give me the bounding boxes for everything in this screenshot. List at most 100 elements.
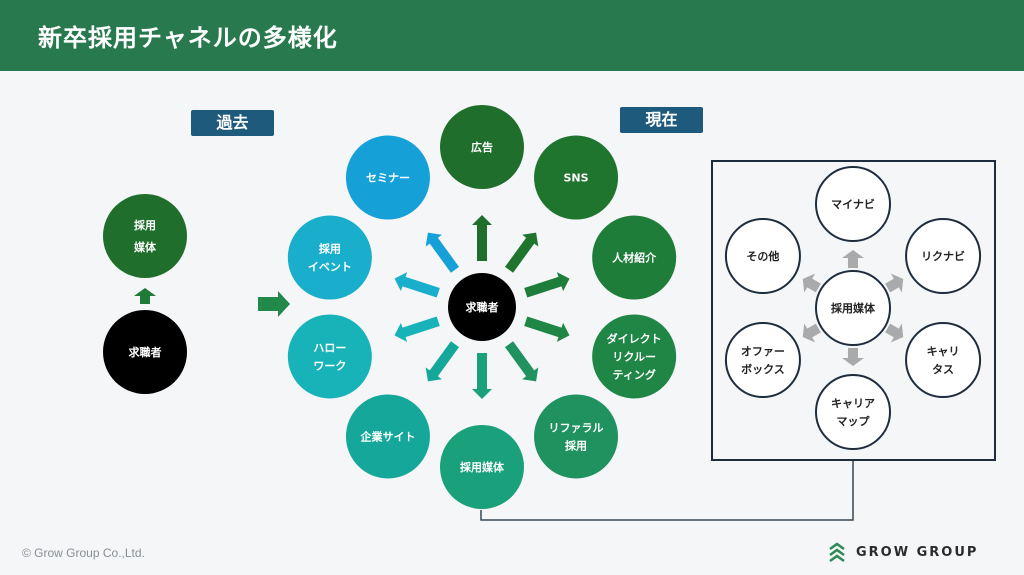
channel-node-circle <box>592 215 677 300</box>
logo-chevron <box>829 542 845 551</box>
channel-node-label: 採用 <box>565 438 587 452</box>
media-node-label: オファー <box>741 345 785 358</box>
media-node-label: マップ <box>837 414 871 428</box>
channel-node-circle <box>345 135 430 220</box>
present-seeker-node-label: 求職者 <box>466 300 499 314</box>
company-logo: GROW GROUP <box>826 541 978 563</box>
media-center-node-label: 採用媒体 <box>831 301 876 315</box>
past-seeker-node: 求職者 <box>103 310 187 394</box>
present-diagram: 広告SNS人材紹介ダイレクトリクルーティングリファラル採用採用媒体企業サイトハロ… <box>287 105 677 509</box>
logo-chevron <box>829 554 845 563</box>
media-node-label: リクナビ <box>921 249 965 263</box>
media-node: リクナビ <box>905 218 982 294</box>
past-media-node: 採用媒体 <box>103 194 187 278</box>
connector-line <box>480 461 854 521</box>
media-node-label: キャリ <box>927 345 960 358</box>
media-arrow <box>842 348 864 366</box>
channel-node: セミナー <box>345 135 430 220</box>
media-arrow <box>842 250 864 268</box>
media-node-circle <box>815 166 891 242</box>
logo-text: GROW GROUP <box>856 544 979 560</box>
media-node-label: その他 <box>746 249 779 263</box>
channel-arrow <box>524 272 570 298</box>
media-node-label: マイナビ <box>831 197 875 211</box>
transition-right-arrow <box>258 291 290 317</box>
channel-node-circle <box>440 425 524 509</box>
present-seeker-node: 求職者 <box>448 273 516 341</box>
channel-node-label: 採用媒体 <box>460 460 505 474</box>
media-center-node: 採用媒体 <box>815 270 891 346</box>
present-seeker-node-circle <box>448 273 516 341</box>
channel-node-label: ティング <box>612 367 655 381</box>
channel-node-label: リクルー <box>612 350 656 363</box>
channel-node-circle <box>440 105 524 189</box>
media-node-label: キャリア <box>831 397 875 410</box>
past-seeker-node-circle <box>103 310 187 394</box>
past-label: 過去 <box>191 110 274 136</box>
channel-arrow <box>504 232 539 273</box>
channel-node-circle <box>287 215 372 300</box>
transition-arrow <box>258 291 290 317</box>
channel-node-label: ハロー <box>313 341 346 354</box>
channel-arrow <box>394 316 440 342</box>
channel-node-label: ワーク <box>313 359 346 372</box>
channel-node-circle <box>534 135 619 220</box>
channel-node-label: 広告 <box>471 140 493 154</box>
media-node-circle <box>815 374 891 450</box>
media-node-circle <box>724 218 801 294</box>
channel-node-circle <box>592 314 677 399</box>
logo-chevron <box>829 548 845 557</box>
media-node: マイナビ <box>815 166 891 242</box>
page-title: 新卒採用チャネルの多様化 <box>38 24 338 52</box>
channel-node: 広告 <box>440 105 524 189</box>
past-media-node-label: 媒体 <box>133 240 157 254</box>
media-arrow <box>885 273 904 293</box>
media-arrow <box>802 323 821 343</box>
channel-node-circle <box>345 394 430 479</box>
media-node-circle <box>905 322 982 398</box>
channel-arrow <box>504 341 539 382</box>
channel-node: 企業サイト <box>345 394 430 479</box>
channel-arrow <box>472 215 492 261</box>
past-seeker-node-label: 求職者 <box>129 345 162 359</box>
channel-arrow <box>425 232 460 273</box>
channel-node-label: イベント <box>308 261 352 274</box>
header-bar: 新卒採用チャネルの多様化 <box>0 0 1024 71</box>
channel-node-label: リファラル <box>549 421 604 434</box>
media-node-circle <box>724 322 801 398</box>
channel-node-circle <box>534 394 619 479</box>
channel-node: SNS <box>534 135 619 220</box>
channel-arrow <box>524 316 570 342</box>
channel-node-label: 採用 <box>319 242 341 256</box>
media-center-node-circle <box>815 270 891 346</box>
channel-arrow <box>425 341 460 382</box>
media-arrow <box>885 323 904 343</box>
past-media-node-label: 採用 <box>134 218 156 232</box>
channel-arrow <box>472 353 492 399</box>
media-node: その他 <box>724 218 801 294</box>
channel-node-circle <box>287 314 372 399</box>
channel-node-label: 企業サイト <box>359 429 415 443</box>
tree-logo-icon <box>829 542 845 563</box>
media-node-label: タス <box>932 363 954 376</box>
channel-node: 採用媒体 <box>440 425 524 509</box>
past-up-arrow <box>134 288 156 304</box>
media-node-circle <box>905 218 982 294</box>
channel-arrow <box>394 272 440 298</box>
media-arrow <box>802 273 821 293</box>
past-media-node-circle <box>103 194 187 278</box>
present-label: 現在 <box>620 107 703 133</box>
media-node-label: ボックス <box>741 362 785 376</box>
copyright: © Grow Group Co.,Ltd. <box>22 546 145 560</box>
channel-node-label: ダイレクト <box>607 331 662 345</box>
channel-node: 人材紹介 <box>592 215 677 300</box>
